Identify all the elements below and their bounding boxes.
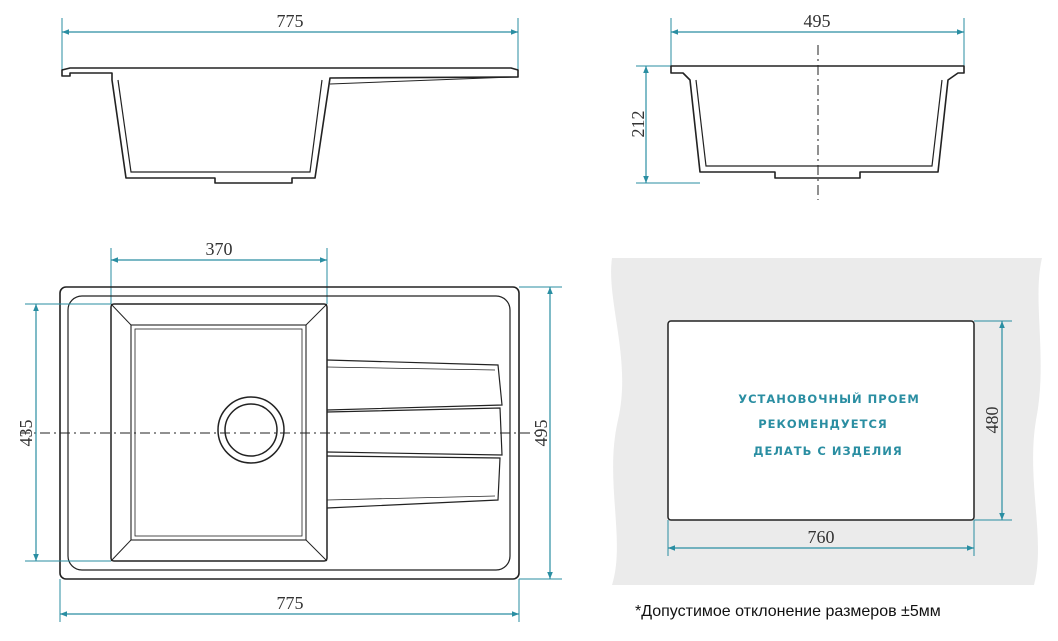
end-view-width-label: 495 (804, 11, 831, 31)
cutout-width-label: 760 (808, 527, 835, 547)
groove-1-shadow (326, 366, 496, 371)
bowl-corner-br (305, 539, 328, 562)
side-view-outline (61, 67, 519, 184)
inner-height-label: 435 (16, 420, 36, 447)
side-view-drainboard-edge (329, 76, 513, 85)
groove-1 (326, 359, 503, 411)
side-view-width-label: 775 (277, 11, 304, 31)
groove-3-shadow (326, 495, 496, 501)
side-view-inner-wall (117, 79, 323, 173)
top-view-width-label: 775 (277, 593, 304, 613)
bowl-corner-tl (110, 303, 132, 326)
tolerance-footnote: *Допустимое отклонение размеров ±5мм (635, 603, 941, 620)
end-view-height-label: 212 (628, 111, 648, 138)
cutout-height-label: 480 (982, 407, 1002, 434)
end-view: 495 212 (628, 11, 965, 200)
cutout-note-line-1: УСТАНОВОЧНЫЙ ПРОЕМ (738, 391, 920, 406)
end-view-inner-wall (695, 79, 943, 167)
bowl-corner-bl (110, 539, 132, 562)
drainboard-grooves (326, 359, 503, 509)
outer-height-label: 495 (531, 420, 551, 447)
cutout-view: УСТАНОВОЧНЫЙ ПРОЕМ РЕКОМЕНДУЕТСЯ ДЕЛАТЬ … (611, 258, 1042, 585)
groove-2 (326, 407, 503, 456)
drain-outer-ring (217, 396, 285, 464)
cutout-note-line-2: РЕКОМЕНДУЕТСЯ (758, 417, 888, 431)
side-view: 775 (61, 11, 519, 184)
bowl-width-label: 370 (206, 239, 233, 259)
top-view: 370 435 495 (16, 239, 562, 622)
drain-inner-ring (224, 403, 278, 457)
cutout-opening (667, 320, 975, 521)
bowl-corner-tr (305, 303, 328, 326)
end-view-outline (670, 65, 965, 179)
groove-3 (326, 455, 501, 509)
cutout-note-line-3: ДЕЛАТЬ С ИЗДЕЛИЯ (753, 444, 903, 458)
